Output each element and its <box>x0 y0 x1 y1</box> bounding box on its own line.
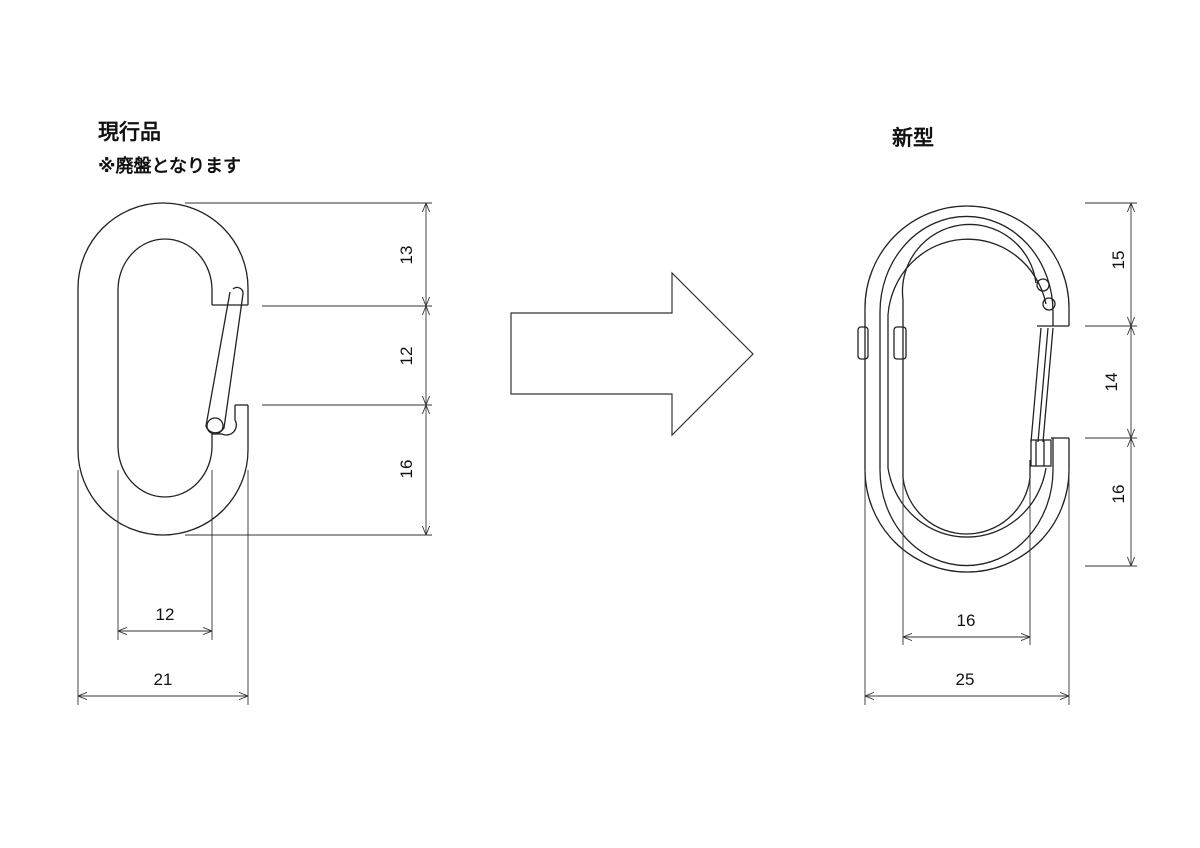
old-dim-gate: 12 <box>397 347 416 366</box>
old-gate-wire <box>205 286 244 435</box>
old-dim-bottom: 16 <box>397 460 416 479</box>
old-carabiner: 13 12 16 12 21 <box>77 202 432 705</box>
old-dim-outer-width: 21 <box>154 670 173 689</box>
old-outer-outline <box>77 202 249 536</box>
old-dim-top: 13 <box>397 246 416 265</box>
new-dim-outer-width: 25 <box>956 670 975 689</box>
new-product-title: 新型 <box>892 126 934 150</box>
transition-arrow <box>510 271 754 437</box>
discontinued-note: ※廃盤となります <box>98 156 241 177</box>
new-dim-top: 15 <box>1109 251 1128 270</box>
new-gate <box>1030 327 1054 467</box>
new-inner-outline <box>901 223 1037 535</box>
old-dim-inner-width: 12 <box>156 605 175 624</box>
new-dim-gate: 14 <box>1102 373 1121 392</box>
old-product-title: 現行品 <box>98 120 161 144</box>
old-inner-outline <box>117 238 213 498</box>
new-outer-outline <box>864 205 1070 573</box>
new-carabiner: 15 14 16 16 25 <box>857 202 1137 705</box>
new-dim-bottom: 16 <box>1109 485 1128 504</box>
new-dim-inner-width: 16 <box>957 611 976 630</box>
